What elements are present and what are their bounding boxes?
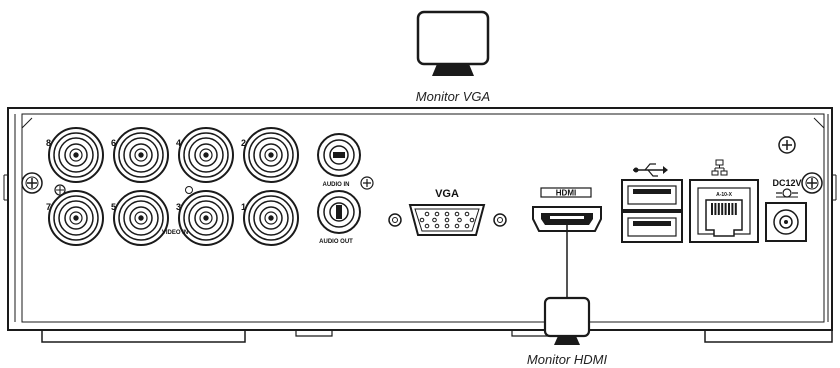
vga-pin bbox=[457, 217, 462, 223]
vga-port[interactable] bbox=[388, 204, 507, 236]
video-in-label: VIDEO IN bbox=[162, 230, 188, 236]
lan-pin bbox=[717, 203, 720, 215]
screw-right-icon bbox=[801, 172, 823, 194]
audio-screw-icon bbox=[360, 176, 374, 190]
network-icon bbox=[711, 159, 728, 176]
lan-pin bbox=[731, 203, 734, 215]
lan-pin bbox=[714, 203, 717, 215]
lan-pin bbox=[724, 203, 727, 215]
lan-pins bbox=[711, 203, 737, 215]
hdmi-monitor-icon bbox=[543, 296, 591, 345]
power-label: DC12V bbox=[772, 178, 801, 188]
bnc-port-1[interactable] bbox=[243, 190, 299, 246]
dc-power-port[interactable] bbox=[765, 202, 807, 242]
lan-port[interactable] bbox=[689, 179, 759, 243]
vga-pin bbox=[444, 211, 450, 217]
lan-pin bbox=[734, 203, 737, 215]
usb-icon bbox=[633, 163, 668, 177]
vga-pin bbox=[464, 223, 470, 229]
hdmi-monitor-label: Monitor HDMI bbox=[527, 352, 608, 367]
hdmi-port[interactable] bbox=[532, 206, 602, 232]
hdmi-label: HDMI bbox=[556, 189, 576, 198]
bnc-port-5[interactable] bbox=[113, 190, 169, 246]
vga-pin bbox=[469, 217, 475, 223]
vga-pin bbox=[434, 223, 440, 229]
bnc-port-8[interactable] bbox=[48, 127, 104, 183]
vga-pin bbox=[424, 223, 430, 229]
screw-left-icon bbox=[21, 172, 43, 194]
bnc-number-3: 3 bbox=[176, 202, 181, 212]
small-mark-icon bbox=[54, 184, 193, 196]
bnc-number-7: 7 bbox=[46, 202, 51, 212]
bnc-number-6: 6 bbox=[111, 138, 116, 148]
hdmi-logo: HDMI bbox=[540, 187, 592, 198]
lan-label: A-10-X bbox=[716, 192, 733, 198]
lan-pin bbox=[721, 203, 724, 215]
bnc-port-2[interactable] bbox=[243, 127, 299, 183]
vga-pin bbox=[434, 211, 440, 217]
audio-in-label: AUDIO IN bbox=[323, 182, 350, 188]
bnc-number-4: 4 bbox=[176, 138, 181, 148]
bnc-port-3[interactable] bbox=[178, 190, 234, 246]
audio-in-port[interactable] bbox=[317, 133, 361, 177]
bnc-number-2: 2 bbox=[241, 138, 246, 148]
bnc-number-5: 5 bbox=[111, 202, 116, 212]
bnc-port-4[interactable] bbox=[178, 127, 234, 183]
lan-pin bbox=[711, 203, 713, 215]
vga-label: VGA bbox=[435, 188, 459, 200]
vga-monitor-label: Monitor VGA bbox=[416, 89, 490, 104]
vga-pin bbox=[424, 211, 430, 217]
vga-pin bbox=[444, 223, 450, 229]
audio-out-port[interactable] bbox=[317, 190, 361, 234]
ground-screw-icon bbox=[778, 136, 796, 154]
vga-pin bbox=[454, 223, 460, 229]
polarity-icon bbox=[776, 188, 798, 198]
vga-pin bbox=[444, 217, 450, 223]
audio-out-label: AUDIO OUT bbox=[319, 239, 353, 245]
vga-pin bbox=[454, 211, 460, 217]
vga-pin bbox=[464, 211, 470, 217]
video-in-ports bbox=[48, 127, 299, 246]
lan-pin bbox=[728, 203, 730, 215]
bnc-number-8: 8 bbox=[46, 138, 51, 148]
usb-port-top[interactable] bbox=[621, 179, 683, 211]
vga-pins bbox=[419, 211, 475, 229]
bnc-port-7[interactable] bbox=[48, 190, 104, 246]
vga-monitor-icon bbox=[416, 10, 490, 76]
bnc-number-1: 1 bbox=[241, 202, 246, 212]
vga-pin bbox=[432, 217, 437, 223]
bnc-port-6[interactable] bbox=[113, 127, 169, 183]
vga-pin bbox=[419, 217, 425, 223]
usb-port-bottom[interactable] bbox=[621, 211, 683, 243]
